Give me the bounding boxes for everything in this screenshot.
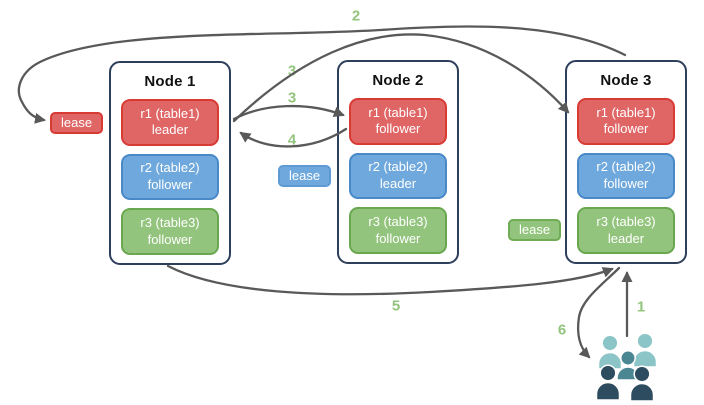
step-label-3b: 3 [287,89,297,107]
node-2-replica-r3: r3 (table3) follower [349,207,447,255]
clients-icon [595,332,658,402]
node-1-replica-r3: r3 (table3) follower [121,208,219,256]
replica-name: r3 (table3) [368,214,428,230]
lease-badge-table3: lease [508,219,562,241]
step-label-2: 2 [351,7,361,25]
node-2-replica-r1: r1 (table1) follower [349,98,447,145]
replica-name: r2 (table2) [140,160,200,176]
person-back-right [632,332,658,368]
replica-name: r1 (table1) [368,104,428,120]
step-label-6: 6 [557,321,567,339]
lease-badge-table2: lease [278,165,332,187]
replica-role: leader [607,230,645,246]
replica-name: r2 (table2) [596,159,656,175]
replica-role: follower [375,230,421,246]
node-2-replica-r2: r2 (table2) leader [349,152,447,200]
node-1-replica-r1: r1 (table1) leader [121,99,219,146]
step-label-4: 4 [287,131,297,149]
node-3-replica-r3: r3 (table3) leader [577,207,675,255]
replica-name: r3 (table3) [140,215,200,231]
replica-role: leader [151,122,189,138]
replica-role: follower [147,177,193,192]
arrow-step-3-to-node2 [232,104,345,121]
replica-name: r3 (table3) [596,214,656,230]
node-3-replica-r1: r1 (table1) follower [577,98,675,145]
lease-badge-table1: lease [50,112,104,134]
replica-name: r1 (table1) [596,104,656,120]
node-1-replica-r2: r2 (table2) follower [121,153,219,201]
node-3-replica-r2: r2 (table2) follower [577,152,675,200]
node-3: Node 3 r1 (table1) follower r2 (table2) … [565,60,687,264]
person-front-left [595,364,621,401]
node-1: Node 1 r1 (table1) leader r2 (table2) fo… [109,61,231,265]
replica-role: follower [603,176,649,191]
replica-name: r2 (table2) [368,159,428,175]
person-front-right [629,365,655,402]
node-1-title: Node 1 [144,73,196,90]
node-2: Node 2 r1 (table1) follower r2 (table2) … [337,60,459,264]
replica-role: follower [147,231,193,247]
replica-role: leader [379,176,417,191]
replica-role: follower [375,121,421,137]
person-back-left [597,334,623,370]
node-2-title: Node 2 [372,72,424,89]
node-3-title: Node 3 [600,72,652,89]
step-label-1: 1 [636,298,646,316]
replica-role: follower [603,121,649,137]
step-label-3a: 3 [287,62,297,80]
replica-name: r1 (table1) [140,105,200,121]
step-label-5: 5 [391,297,401,315]
arrow-step-5 [166,264,614,296]
